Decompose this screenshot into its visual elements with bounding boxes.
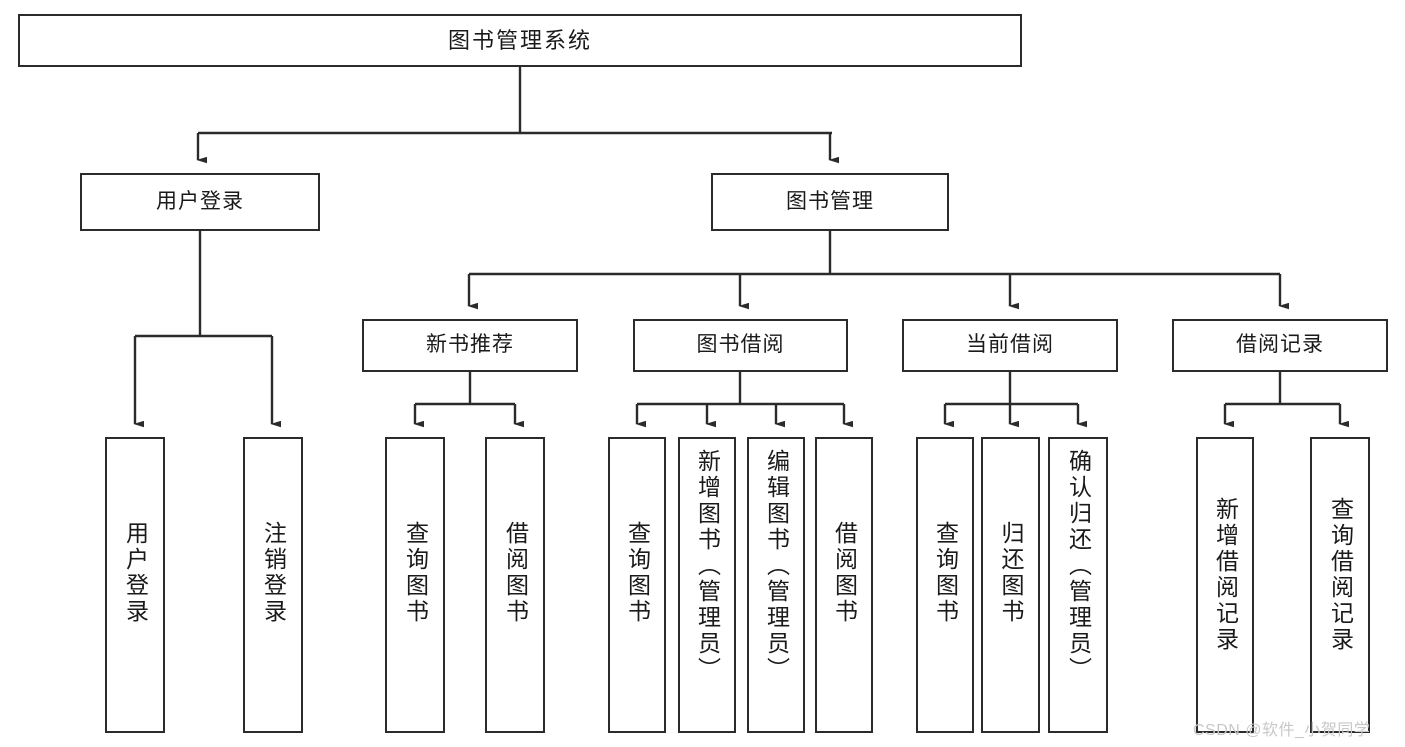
node-label: 归还图书 [998, 521, 1024, 625]
node-root-system[interactable]: 图书管理系统 [18, 14, 1022, 67]
node-label: 查询借阅记录 [1327, 497, 1354, 653]
leaf-borrow-borrow-book[interactable]: 借阅图书 [815, 437, 873, 733]
node-label: 注销登录 [260, 521, 287, 625]
leaf-borrow-edit-book-admin[interactable]: 编辑图书（管理员） [747, 437, 805, 733]
leaf-user-login[interactable]: 用户登录 [105, 437, 165, 733]
leaf-borrow-add-book-admin[interactable]: 新增图书（管理员） [678, 437, 736, 733]
node-label: 图书借阅 [696, 333, 785, 357]
node-label: 编辑图书（管理员） [763, 449, 790, 683]
leaf-current-query-book[interactable]: 查询图书 [916, 437, 974, 733]
csdn-watermark: CSDN @软件_小贺同学 [1193, 722, 1371, 739]
node-current-borrowing[interactable]: 当前借阅 [902, 319, 1118, 372]
node-label: 新书推荐 [426, 333, 514, 357]
node-label: 图书管理 [786, 189, 874, 213]
leaf-newrec-query-book[interactable]: 查询图书 [385, 437, 445, 733]
node-book-borrowing[interactable]: 图书借阅 [633, 319, 848, 372]
node-label: 用户登录 [156, 189, 244, 213]
node-label: 查询图书 [932, 521, 959, 625]
node-label: 借阅图书 [831, 521, 858, 625]
leaf-current-confirm-return-admin[interactable]: 确认归还（管理员） [1048, 437, 1108, 733]
node-label: 新增图书（管理员） [694, 449, 721, 683]
leaf-user-logout[interactable]: 注销登录 [243, 437, 303, 733]
node-label: 借阅图书 [502, 521, 529, 625]
node-borrowing-record[interactable]: 借阅记录 [1172, 319, 1388, 372]
node-new-book-recommendation[interactable]: 新书推荐 [362, 319, 578, 372]
node-label: 新增借阅记录 [1212, 497, 1239, 653]
leaf-newrec-borrow-book[interactable]: 借阅图书 [485, 437, 545, 733]
node-label: 确认归还（管理员） [1065, 449, 1092, 683]
node-label: 查询图书 [402, 521, 429, 625]
leaf-record-add-borrow-record[interactable]: 新增借阅记录 [1196, 437, 1254, 733]
node-book-management-module[interactable]: 图书管理 [711, 173, 949, 231]
leaf-record-query-borrow-record[interactable]: 查询借阅记录 [1310, 437, 1370, 733]
node-label: 查询图书 [624, 521, 651, 625]
node-label: 图书管理系统 [447, 27, 592, 53]
leaf-current-return-book[interactable]: 归还图书 [981, 437, 1040, 733]
node-label: 用户登录 [122, 521, 149, 625]
node-user-login-module[interactable]: 用户登录 [80, 173, 320, 231]
leaf-borrow-query-book[interactable]: 查询图书 [608, 437, 666, 733]
node-label: 借阅记录 [1236, 333, 1324, 357]
node-label: 当前借阅 [966, 333, 1054, 357]
